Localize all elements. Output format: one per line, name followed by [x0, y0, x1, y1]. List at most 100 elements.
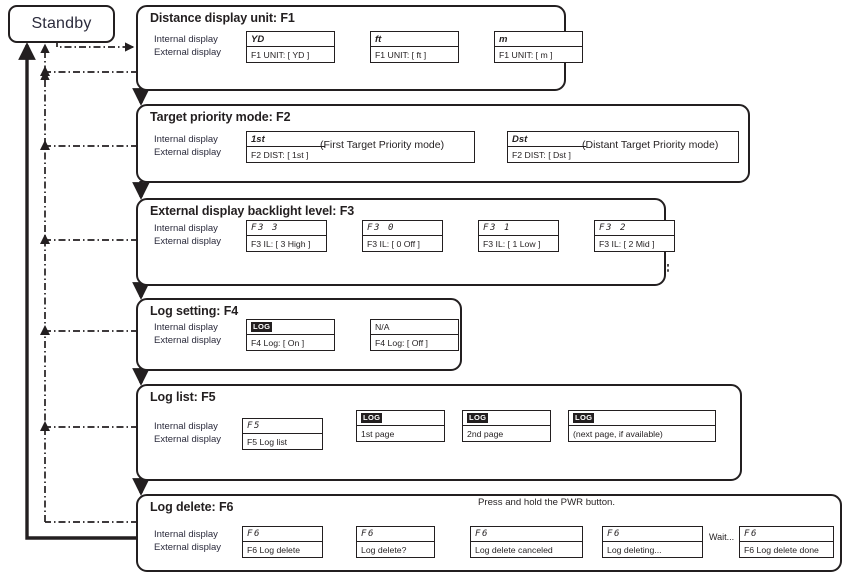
- pwr-hold-annotation: Press and hold the PWR button.: [478, 497, 616, 508]
- row-labels-f4: Internal display External display: [154, 321, 221, 347]
- log-icon: LOG: [251, 322, 273, 332]
- state-box-f3-high: F3 3 F3 IL: [ 3 High ]: [246, 220, 327, 252]
- standby-node: Standby: [8, 5, 115, 43]
- internal-display-value: Dst: [508, 132, 738, 147]
- internal-display-value: F3 0: [363, 221, 442, 236]
- internal-display-label: Internal display: [154, 34, 218, 45]
- state-box-f1-ft: ft F1 UNIT: [ ft ]: [370, 31, 459, 63]
- section-f6: Log delete: F6 Press and hold the PWR bu…: [136, 494, 842, 572]
- external-display-label: External display: [154, 147, 222, 158]
- external-display-value: F4 Log: [ On ]: [251, 337, 305, 348]
- internal-display-value: F6: [603, 527, 702, 542]
- state-box-f5-next: LOG (next page, if available): [568, 410, 716, 442]
- internal-display-value: ft: [371, 32, 458, 47]
- state-box-f3-low: F3 1 F3 IL: [ 1 Low ]: [478, 220, 559, 252]
- external-display-label: External display: [154, 47, 222, 58]
- internal-display-value: m: [495, 32, 582, 47]
- mode-note-distant: (Distant Target Priority mode): [582, 139, 719, 151]
- external-display-value: (next page, if available): [573, 428, 663, 439]
- state-box-f5-page2: LOG 2nd page: [462, 410, 551, 442]
- section-f4: Log setting: F4 Internal display Externa…: [136, 298, 462, 371]
- section-title-f3: External display backlight level: F3: [150, 204, 355, 218]
- external-display-value: F3 IL: [ 1 Low ]: [483, 238, 541, 249]
- row-labels-f5: Internal display External display: [154, 420, 221, 446]
- section-title-f6: Log delete: F6: [150, 500, 234, 514]
- internal-display-label: Internal display: [154, 134, 218, 145]
- row-labels-f6: Internal display External display: [154, 528, 221, 554]
- section-title-f1: Distance display unit: F1: [150, 11, 295, 25]
- internal-display-value: YD: [247, 32, 334, 47]
- state-box-f6-canceled: F6 Log delete canceled: [470, 526, 583, 558]
- state-box-f6-confirm: F6 Log delete?: [356, 526, 435, 558]
- wait-label: Wait...: [709, 532, 735, 542]
- row-labels-f2: Internal display External display: [154, 133, 221, 159]
- state-box-f3-mid: F3 2 F3 IL: [ 2 Mid ]: [594, 220, 675, 252]
- internal-display-value: F3 2: [595, 221, 674, 236]
- external-display-value: F6 Log delete done: [744, 544, 819, 555]
- internal-display-value: F3 1: [479, 221, 558, 236]
- log-icon: LOG: [361, 413, 383, 423]
- state-box-f6-deleting: F6 Log deleting...: [602, 526, 703, 558]
- external-display-value: 1st page: [361, 428, 395, 439]
- standby-label: Standby: [31, 15, 92, 32]
- section-title-f5: Log list: F5: [150, 390, 216, 404]
- log-icon: LOG: [467, 413, 489, 423]
- internal-display-value: F6: [471, 527, 582, 542]
- internal-display-value: LOG: [247, 320, 334, 335]
- external-display-value: F4 Log: [ Off ]: [375, 337, 428, 348]
- state-box-f1-yd: YD F1 UNIT: [ YD ]: [246, 31, 335, 63]
- external-display-value: Log delete?: [361, 544, 407, 555]
- section-f3: External display backlight level: F3 Int…: [136, 198, 675, 286]
- external-display-value: 2nd page: [467, 428, 504, 439]
- external-display-label: External display: [154, 236, 222, 247]
- external-display-label: External display: [154, 434, 222, 445]
- section-f5: Log list: F5 Internal display External d…: [136, 384, 742, 481]
- external-display-value: F2 DIST: [ 1st ]: [251, 149, 309, 160]
- internal-display-label: Internal display: [154, 322, 218, 333]
- external-display-label: External display: [154, 335, 222, 346]
- external-display-value: F2 DIST: [ Dst ]: [512, 149, 571, 160]
- state-box-f4-on: LOG F4 Log: [ On ]: [246, 319, 335, 351]
- internal-display-value: LOG: [463, 411, 550, 426]
- external-display-value: F5 Log list: [247, 436, 288, 447]
- external-display-value: Log deleting...: [607, 544, 662, 555]
- state-box-f2-1st: 1st F2 DIST: [ 1st ]: [246, 131, 475, 163]
- state-box-f1-m: m F1 UNIT: [ m ]: [494, 31, 583, 63]
- external-display-label: External display: [154, 542, 222, 553]
- state-box-f4-off: N/A F4 Log: [ Off ]: [370, 319, 459, 351]
- internal-display-label: Internal display: [154, 421, 218, 432]
- external-display-value: F6 Log delete: [247, 544, 301, 555]
- external-display-value: F3 IL: [ 3 High ]: [251, 238, 311, 249]
- mode-note-first: (First Target Priority mode): [320, 139, 445, 151]
- external-display-value: F3 IL: [ 0 Off ]: [367, 238, 420, 249]
- internal-display-value: LOG: [357, 411, 444, 426]
- row-labels-f1: Internal display External display: [154, 33, 221, 59]
- state-box-f3-off: F3 0 F3 IL: [ 0 Off ]: [362, 220, 443, 252]
- internal-display-value: F6: [357, 527, 434, 542]
- internal-display-label: Internal display: [154, 529, 218, 540]
- internal-display-label: Internal display: [154, 223, 218, 234]
- section-title-f2: Target priority mode: F2: [150, 110, 291, 124]
- state-box-f5-page1: LOG 1st page: [356, 410, 445, 442]
- state-box-f2-dst: Dst F2 DIST: [ Dst ]: [507, 131, 739, 163]
- internal-display-value: N/A: [371, 320, 458, 335]
- external-display-value: F1 UNIT: [ m ]: [499, 49, 553, 60]
- state-box-f5-loglist: F5 F5 Log list: [242, 418, 323, 450]
- section-f2: Target priority mode: F2 Internal displa…: [136, 104, 750, 183]
- internal-display-value: 1st: [247, 132, 474, 147]
- internal-display-value: F6: [740, 527, 833, 542]
- section-title-f4: Log setting: F4: [150, 304, 239, 318]
- internal-display-value: F5: [243, 419, 322, 434]
- state-box-f6-done: F6 F6 Log delete done: [739, 526, 834, 558]
- internal-display-value: F6: [243, 527, 322, 542]
- row-labels-f3: Internal display External display: [154, 222, 221, 248]
- external-display-value: F1 UNIT: [ YD ]: [251, 49, 310, 60]
- state-box-f6-logdelete: F6 F6 Log delete: [242, 526, 323, 558]
- log-icon: LOG: [573, 413, 595, 423]
- internal-display-value: F3 3: [247, 221, 326, 236]
- external-display-value: F3 IL: [ 2 Mid ]: [599, 238, 655, 249]
- section-f1: Distance display unit: F1 Internal displ…: [136, 5, 583, 91]
- internal-display-value: LOG: [569, 411, 715, 426]
- external-display-value: Log delete canceled: [475, 544, 553, 555]
